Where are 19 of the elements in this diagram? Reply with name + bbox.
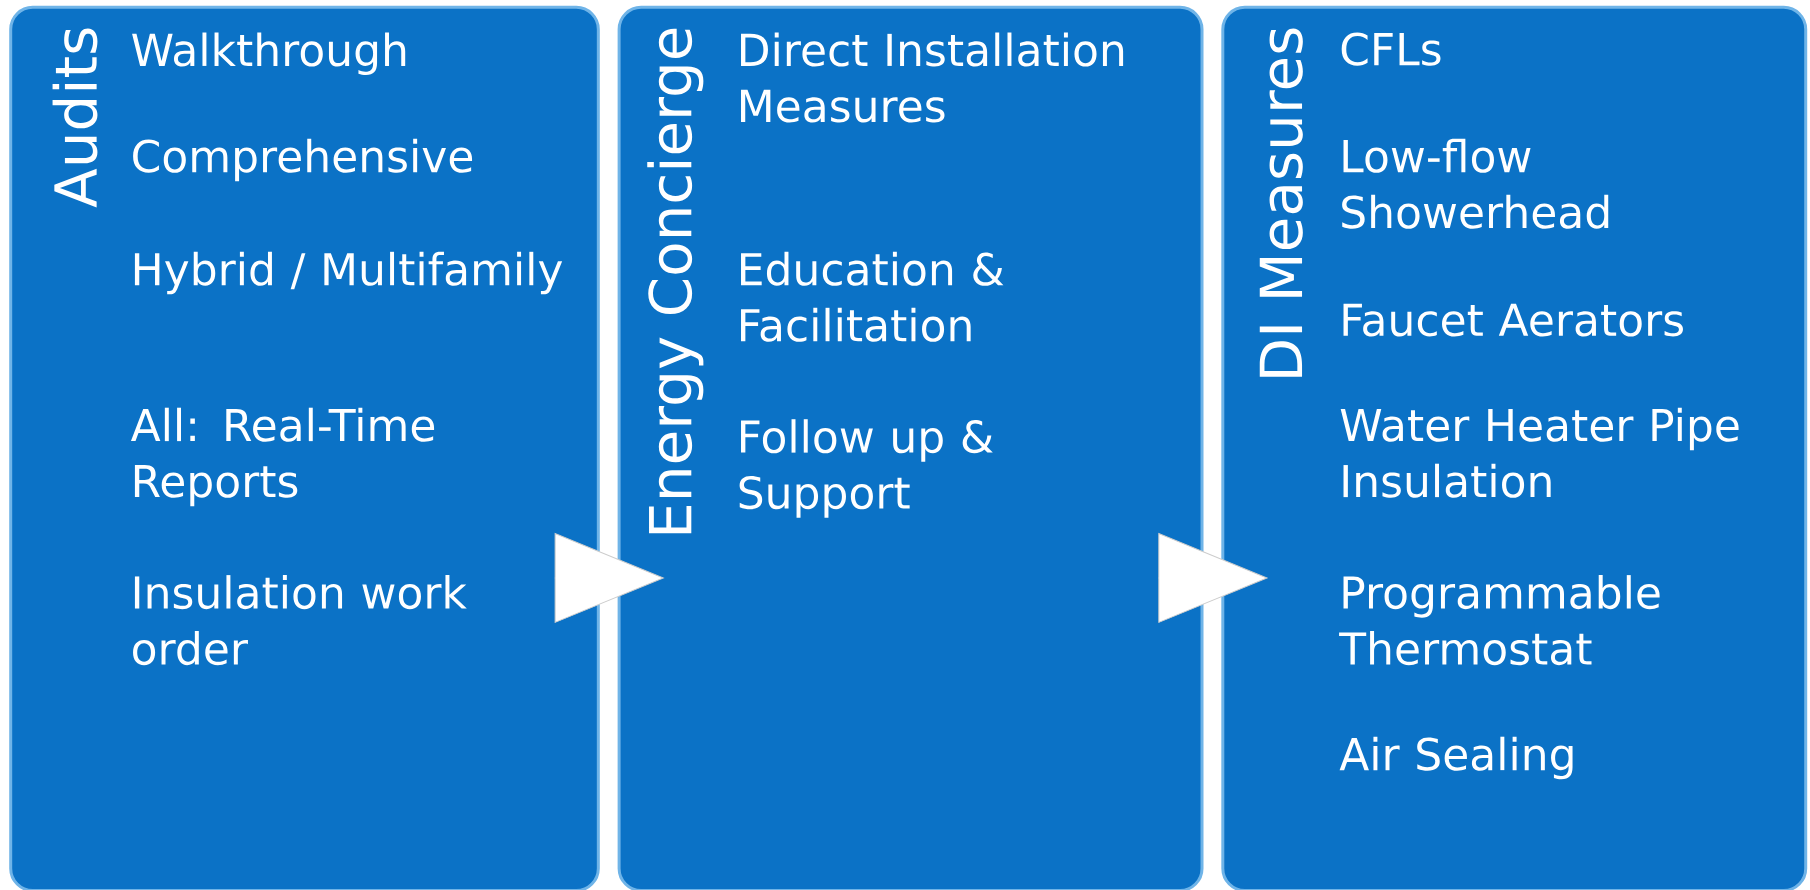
list-item: Walkthrough [132, 32, 406, 76]
list-item: Direct Installation Measures [741, 32, 1124, 123]
list-item: Air Sealing [1339, 736, 1573, 780]
panel-title: Energy Concierge [647, 28, 704, 534]
list-item: Comprehensive [133, 138, 473, 182]
list-item: All: Real-Time Reports [130, 407, 435, 507]
chevron-arrow [554, 533, 664, 623]
chevron-arrow [1158, 533, 1268, 623]
list-item: Faucet Aerators [1343, 303, 1683, 337]
list-item: Insulation work order [133, 575, 467, 666]
list-item: Programmable Thermostat [1339, 575, 1660, 666]
panel-title: Audits [52, 28, 98, 208]
list-item: Low-flow Showerhead [1342, 138, 1609, 229]
list-item: Water Heater Pipe Insulation [1340, 407, 1739, 498]
list-item: CFLs [1341, 32, 1441, 66]
list-item: Hybrid / Multifamily [134, 251, 563, 295]
list-item: Education & Facilitation [741, 251, 1004, 342]
panel-title: DI Measures [1259, 28, 1303, 377]
list-item: Follow up & Support [739, 419, 993, 518]
